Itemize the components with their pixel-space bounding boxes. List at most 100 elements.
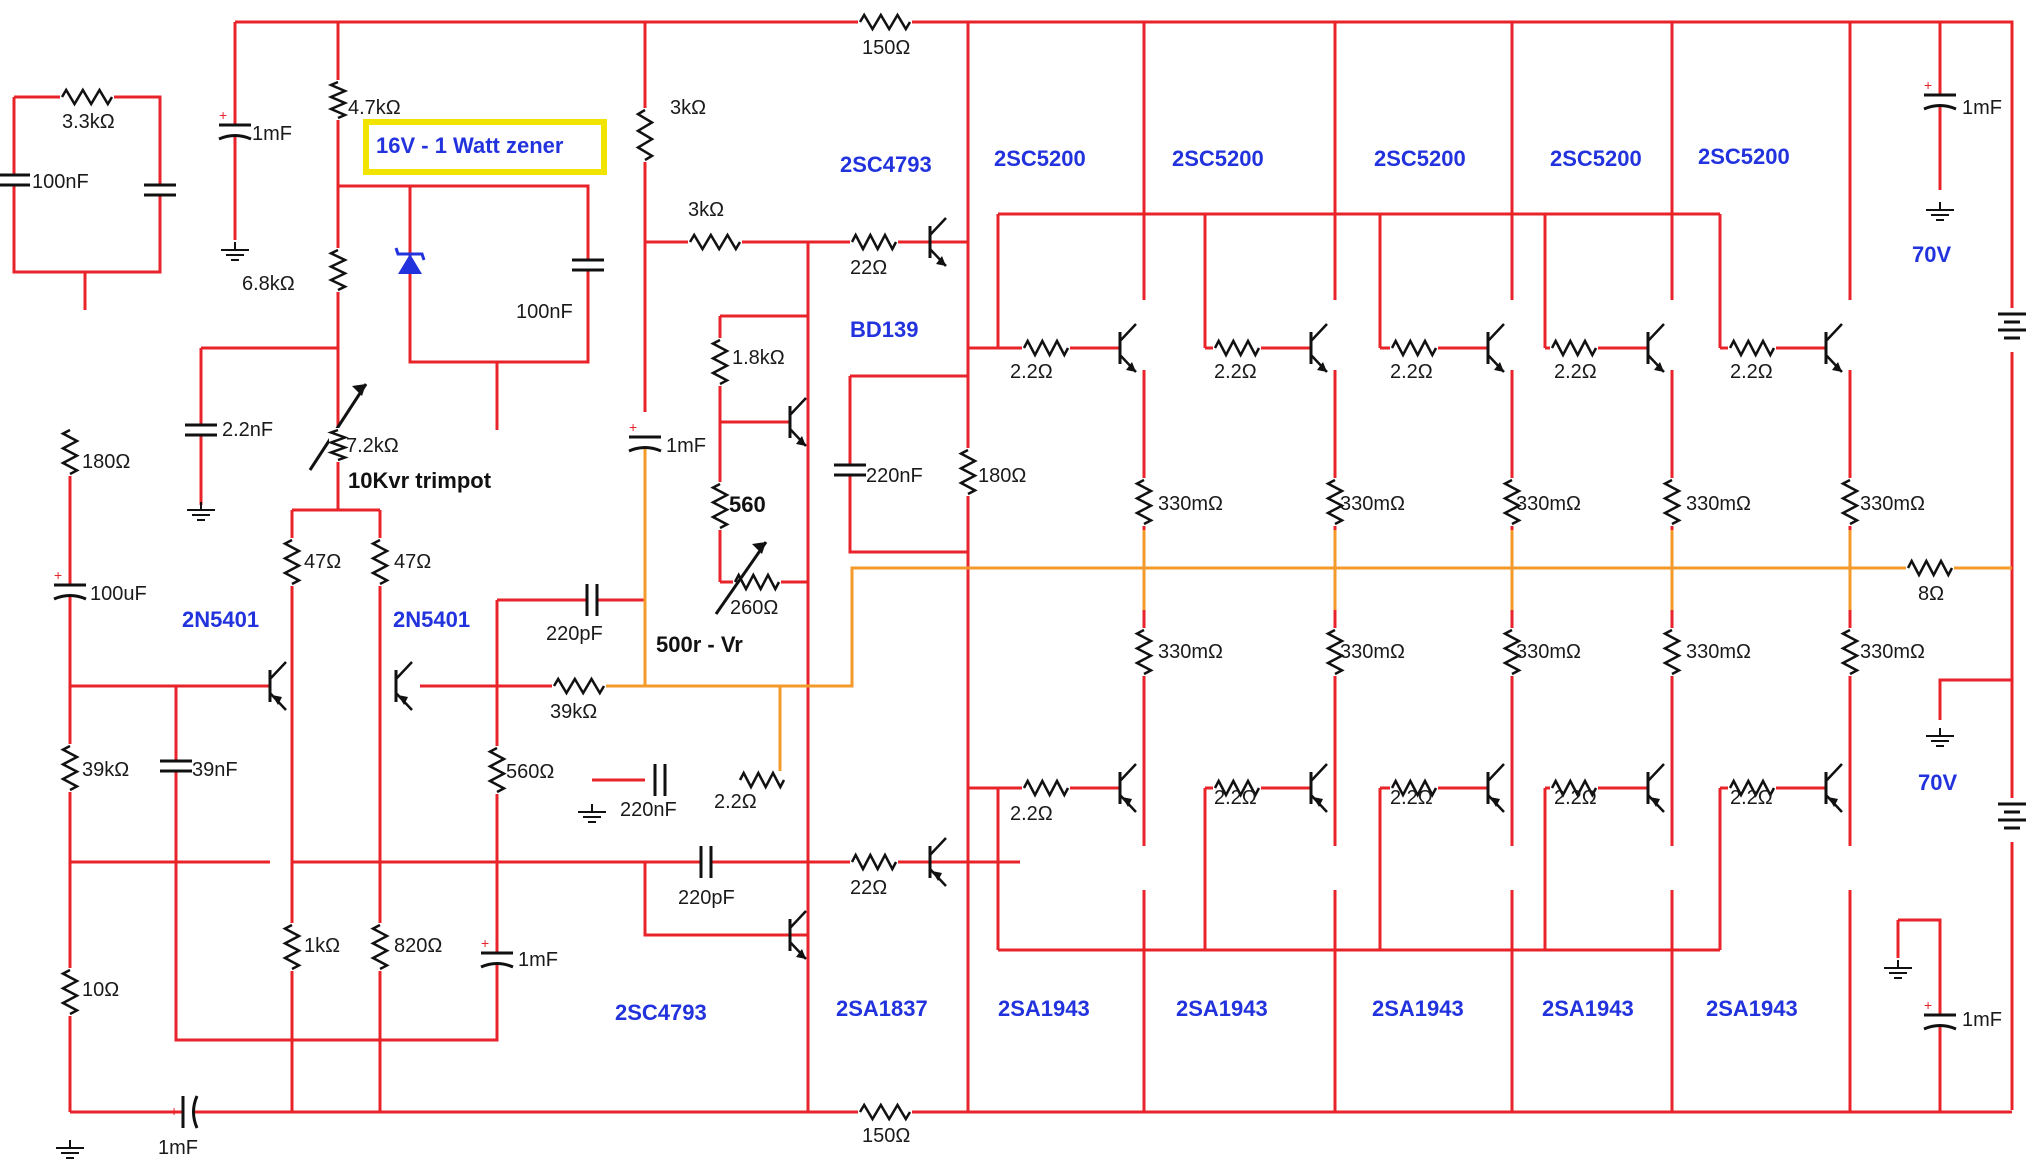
capacitor-gap (158, 760, 194, 772)
variable-resistor-arrow-icon (714, 541, 768, 615)
c-100n-filter-label: 100nF (32, 171, 89, 193)
c-1mf-mid-label: 1mF (666, 435, 706, 457)
r-330m-bottom-label: 330mΩ (1686, 641, 1751, 663)
resistor-icon (1502, 628, 1522, 676)
resistor-icon (487, 746, 507, 794)
resistor-icon (282, 538, 302, 586)
transistor-collector (789, 397, 807, 416)
capacitor-icon: + (1922, 997, 1958, 1031)
resistor-icon (1390, 338, 1438, 358)
transistor-icon (1486, 323, 1505, 373)
resistor-body (1502, 628, 1522, 676)
arrow-shaft (308, 383, 368, 471)
r-7k2-label: 7.2kΩ (346, 435, 399, 457)
npn-output-label: 2SC5200 (1172, 146, 1264, 171)
resistor-icon (858, 12, 912, 32)
r-1k-label: 1kΩ (304, 935, 340, 957)
capacitor-icon (699, 844, 713, 880)
r-330m-bottom-label: 330mΩ (1860, 641, 1925, 663)
transistor-arrow (272, 695, 282, 705)
resistor-icon (1390, 778, 1438, 798)
capacitor-icon: + (170, 1094, 199, 1130)
c-2n2-label: 2.2nF (222, 419, 273, 441)
transistor-collector (1487, 323, 1505, 342)
resistor-body (328, 248, 348, 292)
resistor-body (327, 80, 349, 120)
resistor-body (60, 428, 80, 476)
resistor-body (1390, 778, 1438, 798)
r-39k-in-label: 39kΩ (82, 759, 129, 781)
ground-icon (1926, 202, 1954, 221)
ground-icon (221, 242, 249, 261)
r-330m-bottom-label: 330mΩ (1340, 641, 1405, 663)
transistor-icon (1486, 763, 1505, 813)
r-2r2-bottom-label: 2.2Ω (1010, 803, 1053, 825)
capacitor-plate (628, 446, 662, 453)
c-100n-zener-label: 100nF (516, 301, 573, 323)
resistor-icon (958, 448, 978, 496)
resistor-icon (1325, 628, 1345, 676)
q-driver-top-label: 2SC4793 (840, 152, 932, 177)
capacitor-gap (654, 762, 666, 798)
resistor-body (1213, 778, 1261, 798)
zener-bar (394, 247, 426, 261)
resistor-body (1906, 558, 1954, 578)
resistor-icon (1502, 478, 1522, 526)
r-150-top-label: 150Ω (862, 37, 910, 59)
capacitor-icon: + (1922, 77, 1958, 111)
capacitor-icon: + (52, 567, 88, 601)
resistor-icon (1550, 338, 1598, 358)
resistor-body (282, 538, 302, 586)
transistor-icon (788, 397, 807, 447)
transistor-arrow (1313, 797, 1323, 807)
vr-500-label: 500r - Vr (656, 632, 743, 657)
resistor-body (1325, 478, 1345, 526)
q-driver-bottom-label: 2SA1837 (836, 996, 928, 1021)
transistor-arrow (936, 256, 946, 266)
variable-resistor-arrow-icon (308, 383, 368, 471)
resistor-icon (60, 87, 114, 107)
ground-icon (1926, 728, 1954, 747)
r-2r2-top-label: 2.2Ω (1214, 361, 1257, 383)
capacitor-plate (53, 594, 87, 601)
resistor-body (738, 770, 786, 790)
resistor-body (370, 538, 390, 586)
resistor-icon (733, 572, 781, 592)
transistor-arrow (1654, 362, 1664, 372)
npn-output-label: 2SC5200 (1550, 146, 1642, 171)
transistor-icon (394, 661, 413, 711)
transistor-collector (395, 661, 413, 680)
r-2r2-bottom-label: 2.2Ω (1390, 787, 1433, 809)
r-180-in-label: 180Ω (82, 451, 130, 473)
transistor-arrow (1122, 797, 1132, 807)
r-10-label: 10Ω (82, 979, 119, 1001)
resistor-body (858, 12, 912, 32)
resistor-icon (327, 428, 349, 462)
resistor-body (850, 852, 898, 872)
r-2r2-zobel-label: 2.2Ω (714, 791, 757, 813)
r-22-bottom-label: 22Ω (850, 877, 887, 899)
r-2r2-top-label: 2.2Ω (1730, 361, 1773, 383)
capacitor-gap (1922, 1014, 1958, 1026)
resistor-body (60, 87, 114, 107)
capacitor-gap (52, 584, 88, 596)
resistor-body (1662, 478, 1682, 526)
transistor-icon (1309, 763, 1328, 813)
polarity-mark: + (1924, 997, 1932, 1013)
r-2r2-top-label: 2.2Ω (1390, 361, 1433, 383)
capacitor-gap (627, 436, 663, 448)
transistor-collector (1310, 323, 1328, 342)
wire-segment (338, 184, 590, 364)
transistor-collector (1487, 763, 1505, 782)
resistor-body (850, 232, 898, 252)
zener-body (398, 254, 422, 274)
transistor-icon (928, 217, 947, 267)
transistor-collector (1647, 323, 1665, 342)
transistor-arrow (1494, 362, 1504, 372)
r-330m-top-label: 330mΩ (1340, 493, 1405, 515)
transistor-icon (1309, 323, 1328, 373)
resistor-icon (282, 923, 302, 971)
transistor-collector (1310, 763, 1328, 782)
resistor-icon (60, 744, 80, 792)
